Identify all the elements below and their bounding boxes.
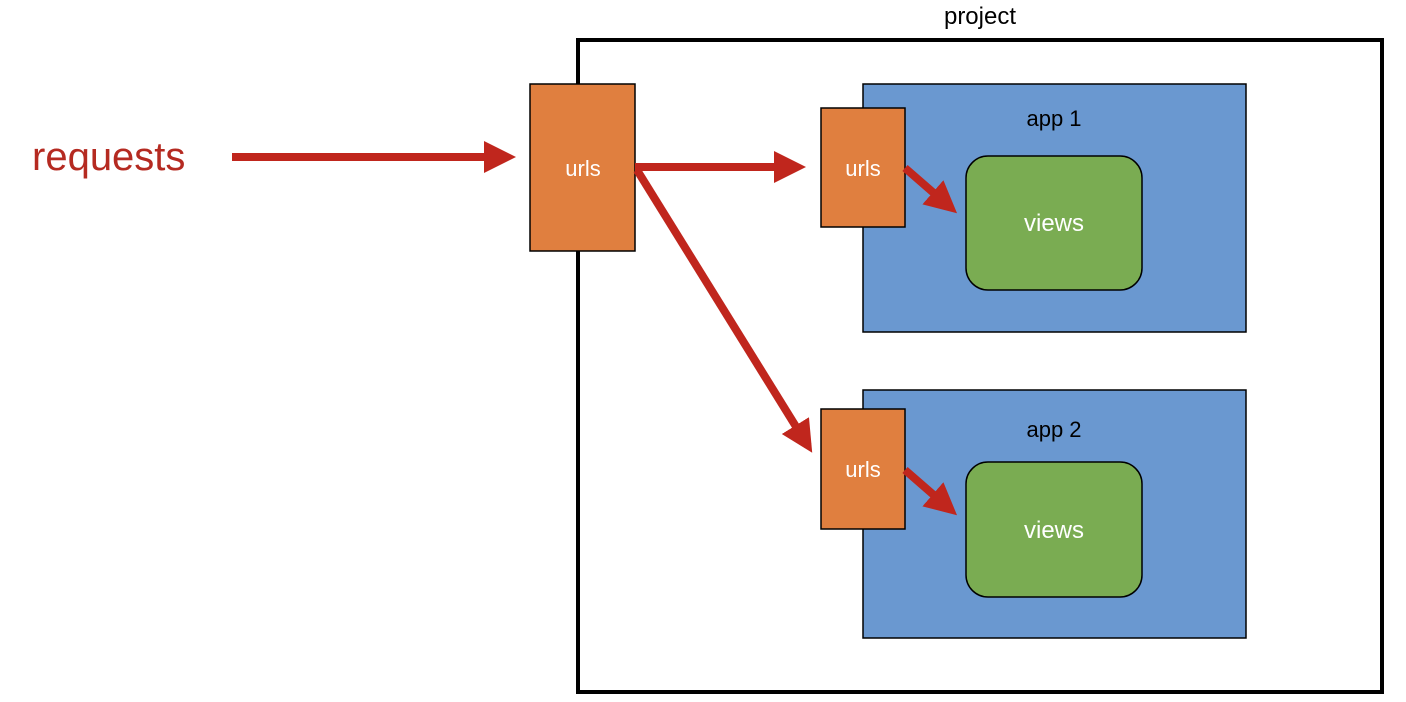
app-1-urls-to-views-arrow xyxy=(902,164,958,214)
app-2-views-label: views xyxy=(1024,517,1084,544)
app-2-urls-to-views-arrow xyxy=(902,466,958,516)
app-1-views-label: views xyxy=(1024,210,1084,237)
app-2-views-box xyxy=(965,461,1143,598)
app-2-urls-label: urls xyxy=(845,457,880,482)
app-2-urls-box xyxy=(820,408,906,530)
project-label: project xyxy=(944,3,1016,30)
requests-label: requests xyxy=(32,135,185,179)
app-2-label: app 2 xyxy=(1026,417,1081,442)
project-urls-box xyxy=(529,83,636,252)
app-1-views-box xyxy=(965,155,1143,291)
app-1-label: app 1 xyxy=(1026,106,1081,131)
project-urls-label: urls xyxy=(565,156,600,181)
app-1-urls-label: urls xyxy=(845,156,880,181)
project-to-app-2-arrow xyxy=(633,167,813,453)
app-1-urls-box xyxy=(820,107,906,228)
